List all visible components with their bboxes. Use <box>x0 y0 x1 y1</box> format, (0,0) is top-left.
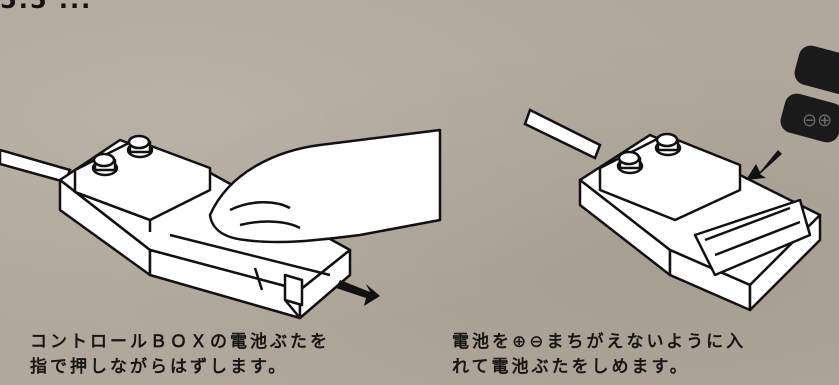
left-caption-line2: 指で押しながらはずします。 <box>30 357 289 377</box>
arrow-icon <box>336 280 380 306</box>
remove-cover-illustration <box>0 128 442 320</box>
insert-batteries-illustration: ⊖⊕ <box>523 45 839 312</box>
battery-icon: ⊖⊕ <box>780 45 839 143</box>
control-box-icon <box>578 132 822 312</box>
cable <box>523 108 602 160</box>
arrow-icon <box>746 150 782 180</box>
svg-text:⊖⊕: ⊖⊕ <box>802 110 832 131</box>
cable <box>0 148 72 184</box>
hand-icon <box>208 128 442 244</box>
right-caption: 電池を⊕⊖まちがえないように入 れて電池ぶたをしめます。 <box>452 330 746 380</box>
control-box-icon <box>58 134 352 320</box>
section-heading: 5.5 ... <box>0 0 93 14</box>
left-caption: コントロールＢＯＸの電池ぶたを 指で押しながらはずします。 <box>30 330 330 380</box>
right-caption-line2: れて電池ぶたをしめます。 <box>452 357 690 377</box>
right-caption-line1: 電池を⊕⊖まちがえないように入 <box>452 332 747 352</box>
left-caption-line1: コントロールＢＯＸの電池ぶたを <box>30 332 330 352</box>
